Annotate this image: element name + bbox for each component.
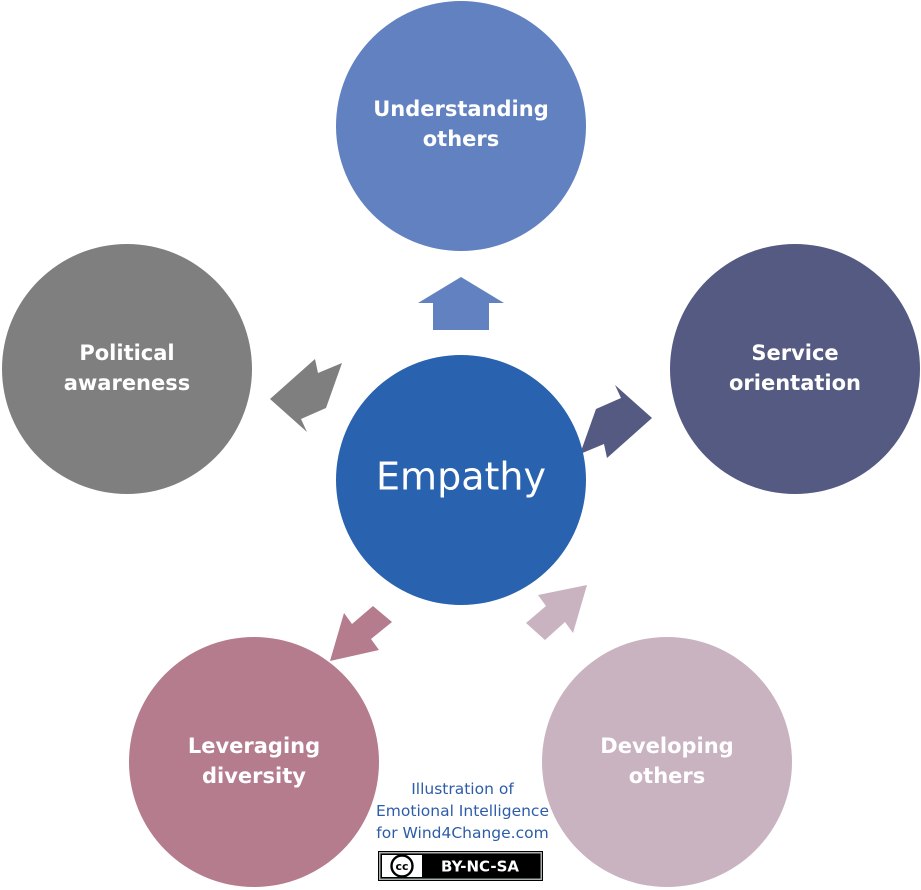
center-node: Empathy [336,355,586,605]
illustration-credit: Illustration of Emotional Intelligence f… [360,778,565,844]
arrow-to-political-awareness [270,359,342,432]
cc-icon-text: cc [395,860,408,873]
node-leveraging-diversity-line1: Leveraging [188,734,320,758]
credit-line-1: Illustration of [411,780,514,798]
node-political-awareness-line2: awareness [64,371,191,395]
arrow-to-service-orientation [580,385,652,458]
center-circle [336,355,586,605]
credit-line-2: Emotional Intelligence [376,802,549,820]
cc-license-badge: cc BY-NC-SA [378,851,543,881]
node-understanding-others-line1: Understanding [373,97,549,121]
arrow-to-leveraging-diversity [330,606,392,661]
node-understanding-others-line2: others [423,127,500,151]
node-leveraging-diversity: Leveraging diversity [129,637,379,887]
node-leveraging-diversity-circle [129,637,379,887]
node-political-awareness: Political awareness [2,244,252,494]
node-service-orientation-line1: Service [751,341,838,365]
node-service-orientation-circle [670,244,920,494]
node-leveraging-diversity-line2: diversity [202,764,306,788]
node-developing-others-line1: Developing [600,734,733,758]
node-developing-others-circle [542,637,792,887]
node-developing-others: Developing others [542,637,792,887]
node-understanding-others: Understanding others [336,1,586,251]
node-political-awareness-line1: Political [79,341,174,365]
node-political-awareness-circle [2,244,252,494]
arrow-to-developing-others [526,585,587,640]
arrow-to-understanding-others [418,277,504,330]
license-label: BY-NC-SA [441,858,519,876]
credit-line-3: for Wind4Change.com [376,824,549,842]
cc-icon: cc [390,854,414,878]
node-understanding-others-circle [336,1,586,251]
node-service-orientation: Service orientation [670,244,920,494]
center-label: Empathy [376,455,546,499]
node-developing-others-line2: others [629,764,706,788]
node-service-orientation-line2: orientation [729,371,861,395]
